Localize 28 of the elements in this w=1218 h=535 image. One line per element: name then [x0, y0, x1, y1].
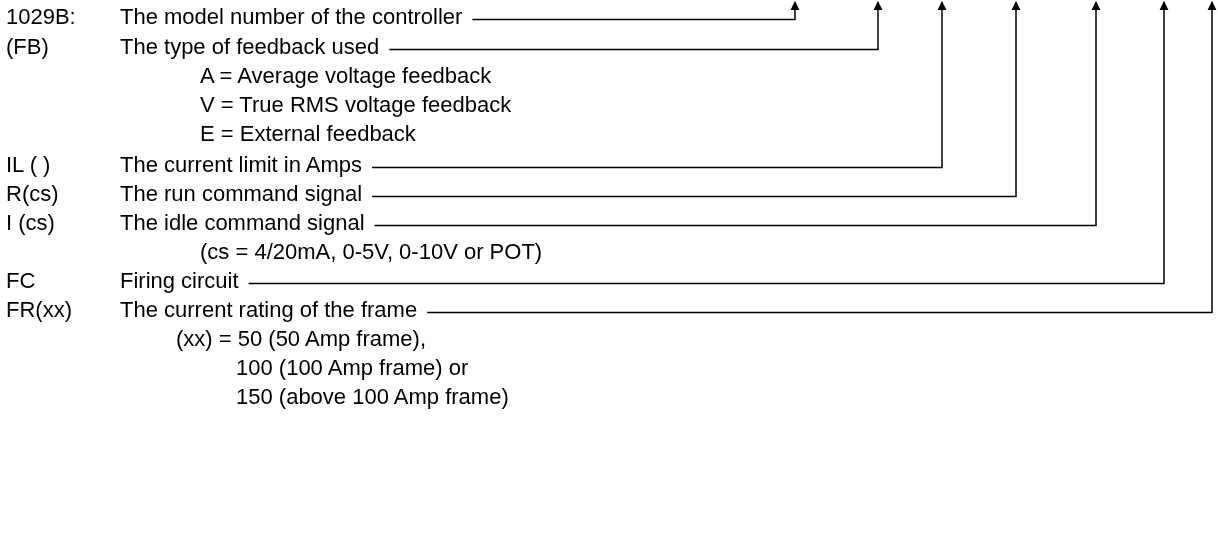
leader-arrow [388, 1, 883, 51]
option-text: A = Average voltage feedback [200, 63, 492, 89]
code-label: R(cs) [6, 181, 60, 207]
option-text: (cs = 4/20mA, 0-5V, 0-10V or POT) [200, 239, 543, 265]
leader-arrow [371, 1, 947, 169]
code-label: IL ( ) [6, 152, 52, 178]
description-text: The type of feedback used [120, 34, 380, 59]
description-text: Firing circuit [120, 268, 239, 293]
leader-arrow [371, 1, 1021, 198]
description-text: The idle command signal [120, 210, 365, 235]
option-text: V = True RMS voltage feedback [200, 92, 512, 118]
code-label: FR(xx) [6, 297, 73, 323]
leader-arrow [247, 1, 1169, 285]
code-label: I (cs) [6, 210, 56, 236]
leader-arrow [471, 1, 800, 21]
code-label: FC [6, 268, 37, 294]
option-text: E = External feedback [200, 121, 416, 147]
description-text: The current limit in Amps [120, 152, 363, 177]
option-text: (xx) = 50 (50 Amp frame), [176, 326, 427, 352]
description-text: The model number of the controller [120, 4, 463, 29]
code-label: 1029B: [6, 4, 77, 30]
option-text: 150 (above 100 Amp frame) [236, 384, 509, 410]
description-text: The current rating of the frame [120, 297, 418, 322]
description-text: The run command signal [120, 181, 363, 206]
leader-arrow [426, 1, 1217, 314]
option-text: 100 (100 Amp frame) or [236, 355, 469, 381]
code-label: (FB) [6, 34, 50, 60]
leader-arrow [373, 1, 1101, 227]
